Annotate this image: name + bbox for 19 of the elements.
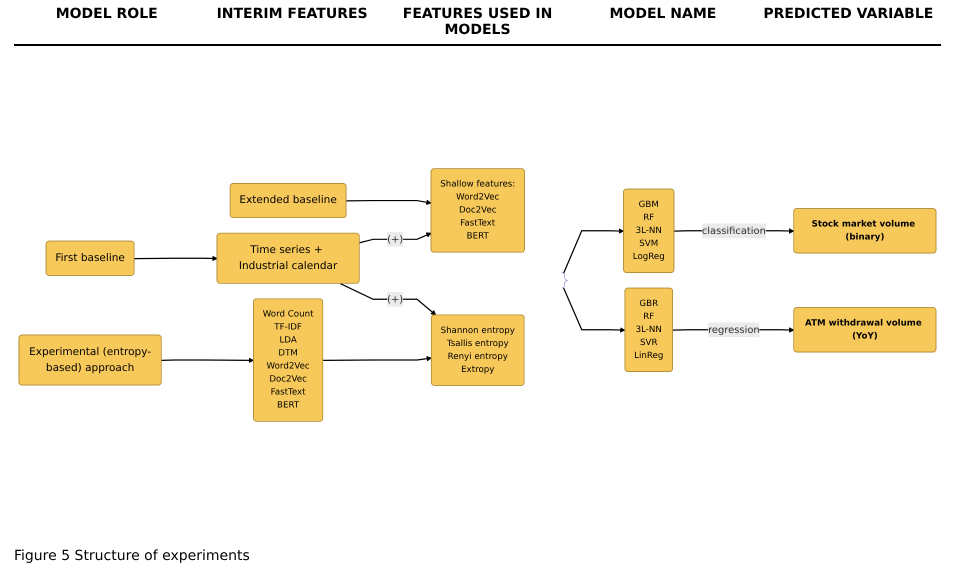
edge-label: regression bbox=[708, 324, 760, 336]
arrow bbox=[134, 256, 218, 262]
column-header: PREDICTED VARIABLE bbox=[762, 6, 934, 24]
edge-label: classification bbox=[702, 224, 766, 236]
arrow bbox=[563, 228, 624, 274]
arrow bbox=[323, 356, 432, 362]
arrow bbox=[340, 283, 436, 316]
arrow bbox=[563, 288, 626, 333]
column-header: MODEL NAME bbox=[608, 6, 718, 24]
arrow bbox=[162, 358, 254, 364]
column-header: INTERIM FEATURES bbox=[216, 6, 369, 24]
column-header: FEATURES USED IN MODELS bbox=[402, 6, 554, 38]
arrow bbox=[346, 200, 432, 205]
node-bracket bbox=[561, 272, 568, 288]
column-header: MODEL ROLE bbox=[54, 6, 159, 24]
edge-label: (+) bbox=[387, 233, 404, 245]
figure-caption: Figure 5 Structure of experiments bbox=[14, 547, 251, 564]
arrow bbox=[359, 232, 432, 244]
edge-label: (+) bbox=[387, 293, 404, 305]
